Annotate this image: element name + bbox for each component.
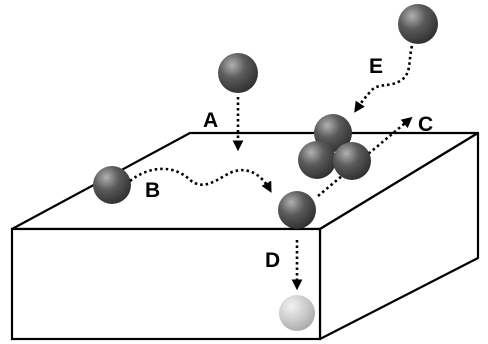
atom-cluster: [298, 114, 371, 180]
arrow-e: [354, 45, 414, 113]
arrow-b: [129, 167, 272, 193]
label-b: B: [145, 179, 160, 202]
process-a: A: [203, 53, 258, 152]
atom-adatom-b: [93, 166, 131, 204]
process-b: B: [93, 166, 272, 204]
process-c: C: [317, 113, 433, 197]
atom-incoming-e: [398, 4, 438, 44]
label-e: E: [369, 55, 383, 78]
arrow-c: [317, 116, 413, 197]
atom-surface-d: [278, 191, 316, 229]
atom-cluster-right: [333, 142, 371, 180]
substrate-front-face: [10, 227, 322, 341]
atom-bulk-d: [279, 295, 315, 331]
process-d: D: [265, 191, 316, 331]
label-a: A: [203, 109, 218, 132]
substrate-block: [10, 131, 480, 341]
label-c: C: [418, 113, 433, 136]
label-d: D: [265, 249, 280, 272]
atom-incoming-a: [218, 53, 258, 93]
atom-cluster-left: [298, 141, 336, 179]
process-e: E: [354, 4, 438, 113]
